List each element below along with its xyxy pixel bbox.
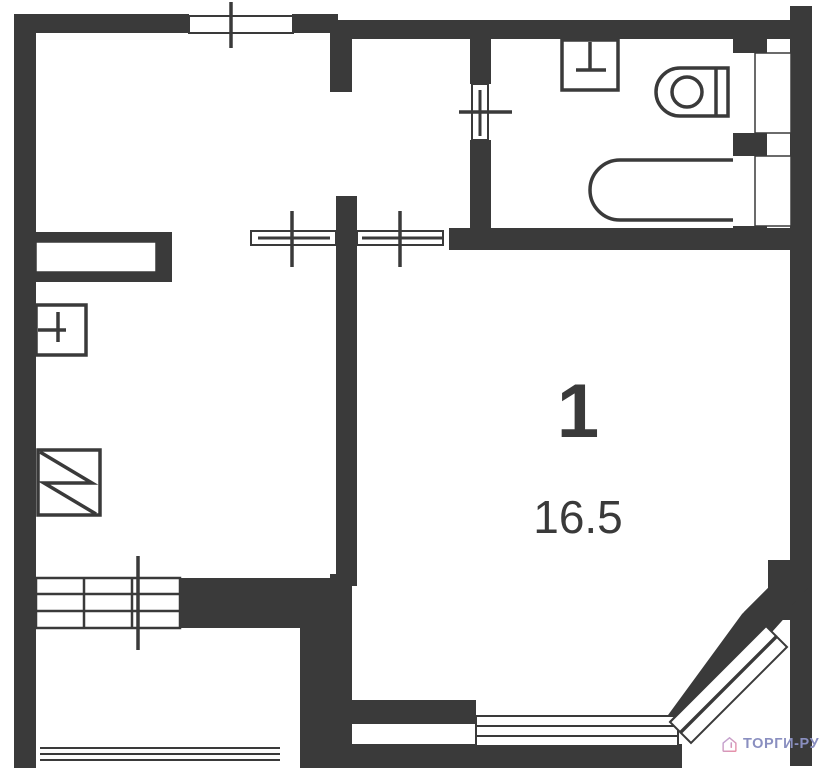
toilet-fixture xyxy=(654,66,730,118)
wall-balcony-divider xyxy=(14,578,36,628)
wall-bath-partition-upper xyxy=(470,39,491,84)
wall-bath-right-inner-bottom xyxy=(733,226,755,250)
wall-balcony-right xyxy=(300,620,352,768)
room-labels-group: 1 16.5 xyxy=(533,369,623,543)
room-number-label: 1 xyxy=(557,369,599,454)
balcony-door-bottom-left xyxy=(34,556,182,650)
wall-top-right-corner xyxy=(790,6,812,766)
wall-bath-partition-lower xyxy=(470,140,491,240)
door-living-room xyxy=(356,211,444,267)
wall-kitchen-closet-bottom xyxy=(30,272,172,282)
balcony-glazing-bottom xyxy=(40,747,280,761)
bathroom-niche-lower xyxy=(754,155,792,227)
wall-top-left-b xyxy=(292,14,338,33)
walls-group xyxy=(14,6,812,768)
bathroom-sink-fixture xyxy=(560,38,620,92)
wall-kitchen-closet-right xyxy=(154,232,172,282)
wall-left-exterior xyxy=(14,14,36,624)
wall-central-vertical xyxy=(336,196,357,586)
window-top-left xyxy=(188,2,294,48)
fixtures-group xyxy=(34,38,733,517)
kitchen-closet-interior xyxy=(35,241,157,273)
wall-partition-corridor-left-upper xyxy=(330,20,352,92)
wall-bottom-living-base xyxy=(352,744,682,768)
window-bay-diagonal xyxy=(668,624,789,745)
stove-fixture xyxy=(36,448,102,517)
wall-balcony-top-right xyxy=(180,578,352,628)
door-kitchen xyxy=(250,211,337,267)
wall-bathroom-bottom xyxy=(449,228,794,250)
kitchen-sink-fixture xyxy=(34,303,88,357)
openings-group xyxy=(34,2,792,761)
wall-bath-right-inner-top xyxy=(733,39,755,53)
wall-top-right xyxy=(338,20,790,39)
window-bottom xyxy=(475,715,679,747)
wall-right-lower-exterior xyxy=(768,560,792,620)
wall-top-left-a xyxy=(14,14,189,33)
wall-bath-right-inner-mid xyxy=(733,133,755,156)
door-bathroom xyxy=(459,83,512,141)
bathtub-fixture xyxy=(588,158,733,222)
bathroom-niches xyxy=(754,52,792,227)
bathroom-niche-upper xyxy=(754,52,792,134)
wall-bottom-living-left xyxy=(352,700,476,724)
room-area-label: 16.5 xyxy=(533,491,623,543)
wall-balcony-left xyxy=(14,620,36,768)
wall-kitchen-closet-top xyxy=(30,232,172,242)
